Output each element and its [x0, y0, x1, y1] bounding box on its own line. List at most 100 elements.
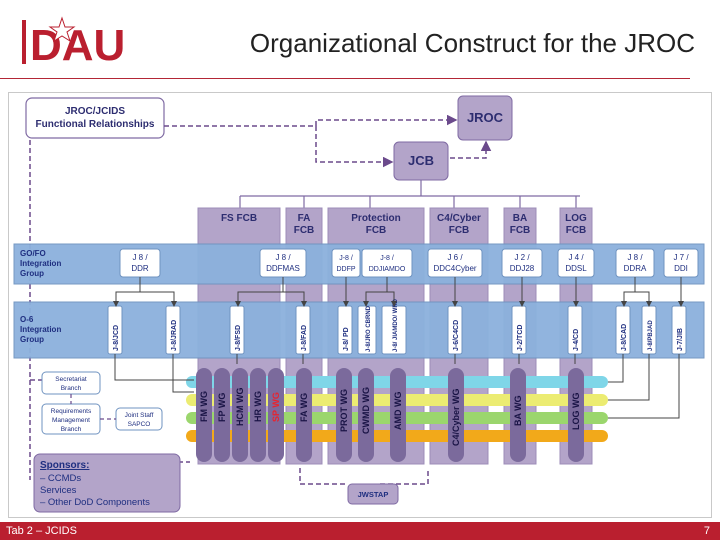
go-fo-item: J 4 / DDSL — [557, 248, 595, 278]
svg-text:J-8/CAD: J-8/CAD — [621, 324, 628, 351]
wg-pill: C4/Cyber WG — [448, 368, 464, 462]
o6-item: J-8/JRAD — [165, 305, 181, 355]
wg-pill: FA WG — [296, 368, 312, 462]
svg-text:Group: Group — [20, 335, 44, 344]
secretariat-label: Branch — [61, 385, 82, 392]
svg-text:Integration: Integration — [20, 259, 61, 268]
fcb-label: FCB — [366, 225, 387, 236]
svg-text:J-8/ PD: J-8/ PD — [343, 327, 350, 351]
page-number: 7 — [703, 525, 710, 537]
svg-text:GO/FO: GO/FO — [20, 249, 46, 258]
wg-pill: HR WG — [250, 368, 266, 462]
svg-text:J-2/TCD: J-2/TCD — [517, 325, 524, 351]
jcb-label: JCB — [408, 153, 434, 168]
svg-text:FM WG: FM WG — [199, 391, 209, 422]
wg-pill: SP WG — [268, 368, 284, 462]
o6-item: J-8/ JIAMDO/ WRD — [381, 298, 407, 355]
jwstap-label: JWSTAP — [358, 490, 389, 499]
secretariat-label: Secretariat — [55, 376, 87, 383]
wg-pill: HCM WG — [232, 368, 248, 462]
svg-text:DDFMAS: DDFMAS — [266, 264, 300, 273]
fcb-label: C4/Cyber — [437, 213, 481, 224]
sapco-label: SAPCO — [128, 421, 151, 428]
legend-line-2: Functional Relationships — [36, 119, 155, 130]
org-chart: JROC/JCIDS Functional Relationships JROC… — [8, 92, 712, 518]
svg-text:C4/Cyber WG: C4/Cyber WG — [451, 388, 461, 446]
o6-item: J-8/CAD — [615, 305, 631, 355]
svg-text:J 6 /: J 6 / — [447, 253, 463, 262]
svg-text:J 2 /: J 2 / — [514, 253, 530, 262]
svg-text:DAU: DAU — [30, 21, 125, 68]
go-fo-to-o6-links — [113, 277, 684, 307]
go-fo-item: J 8 / DDR — [119, 248, 161, 278]
wg-pill: FP WG — [214, 368, 230, 462]
working-groups: FM WG FP WG HCM WG HR WG SP WG FA WG PRO… — [196, 368, 584, 462]
svg-text:J-7/JIB: J-7/JIB — [677, 328, 684, 351]
o6-item: J-4/CD — [567, 305, 583, 355]
footer-label: Tab 2 – JCIDS — [6, 525, 77, 537]
fcb-labels: FS FCB FA FCB Protection FCB C4/Cyber FC… — [221, 213, 587, 236]
fcb-label: FCB — [510, 225, 531, 236]
svg-text:J-8/ JIAMDO/ WRD: J-8/ JIAMDO/ WRD — [393, 298, 399, 352]
title-divider — [0, 78, 690, 79]
legend-box — [25, 97, 165, 139]
svg-text:O-6: O-6 — [20, 315, 34, 324]
svg-text:J-8/FSD: J-8/FSD — [235, 325, 242, 351]
svg-text:DDFP: DDFP — [336, 266, 355, 273]
svg-text:J-4/CD: J-4/CD — [573, 329, 580, 351]
sponsors-title: Sponsors: — [40, 460, 89, 471]
go-fo-item: J-8 / DDFP — [331, 248, 361, 278]
svg-text:J-8/PBJAD: J-8/PBJAD — [648, 320, 654, 351]
dau-logo: DAU — [22, 16, 125, 68]
o6-item: J-8/FSD — [229, 305, 245, 355]
go-fo-item: J 6 / DDC4Cyber — [427, 248, 483, 278]
svg-text:DDI: DDI — [674, 264, 688, 273]
svg-text:Integration: Integration — [20, 325, 61, 334]
fcb-label: BA — [513, 213, 527, 224]
fcb-label: FCB — [566, 225, 587, 236]
svg-text:DDJ28: DDJ28 — [510, 264, 535, 273]
svg-text:J 8 /: J 8 / — [627, 253, 643, 262]
svg-text:LOG WG: LOG WG — [571, 393, 581, 431]
go-fo-item: J 2 / DDJ28 — [501, 248, 543, 278]
o6-item: J-8/PBJAD — [641, 305, 657, 355]
svg-text:DDRA: DDRA — [624, 264, 647, 273]
svg-text:Group: Group — [20, 269, 44, 278]
jroc-label: JROC — [467, 110, 504, 125]
jcb-tree — [239, 180, 580, 208]
wg-pill: FM WG — [196, 368, 212, 462]
wg-pill: AMD WG — [390, 368, 406, 462]
svg-text:CWMD WG: CWMD WG — [361, 387, 371, 434]
rmb-label: Requirements — [51, 408, 92, 415]
o6-item: J-7/JIB — [671, 305, 687, 355]
o6-item: J-8/JCD — [107, 305, 123, 355]
svg-text:PROT WG: PROT WG — [339, 389, 349, 432]
o6-item: J-6/C4CD — [447, 305, 463, 355]
svg-text:DDC4Cyber: DDC4Cyber — [433, 264, 476, 273]
fcb-label: LOG — [565, 213, 587, 224]
wg-pill: LOG WG — [568, 368, 584, 462]
svg-text:SP WG: SP WG — [271, 392, 281, 422]
go-fo-item: J 7 / DDI — [663, 248, 699, 278]
svg-text:DDSL: DDSL — [565, 264, 587, 273]
sponsors-item: – CCMDs — [40, 473, 81, 484]
fcb-label: Protection — [351, 213, 400, 224]
rmb-label: Management — [52, 417, 90, 424]
svg-text:J-6/C4CD: J-6/C4CD — [453, 320, 460, 351]
fcb-label: FCB — [294, 225, 315, 236]
svg-text:HR WG: HR WG — [253, 391, 263, 422]
svg-text:DDR: DDR — [131, 264, 149, 273]
go-fo-item: J 8 / DDRA — [615, 248, 655, 278]
functional-links — [29, 114, 492, 485]
svg-text:FP WG: FP WG — [217, 393, 227, 422]
o6-item: J-2/TCD — [511, 305, 527, 355]
sponsors-item: – Other DoD Components — [40, 497, 150, 508]
go-fo-label: GO/FO Integration Group — [20, 249, 61, 278]
svg-text:J 8 /: J 8 / — [275, 253, 291, 262]
svg-text:FA WG: FA WG — [299, 393, 309, 422]
svg-text:BA WG: BA WG — [513, 395, 523, 426]
left-box-links — [70, 394, 116, 420]
svg-text:J-8/FAD: J-8/FAD — [301, 325, 308, 351]
sponsors-item: Services — [40, 485, 77, 496]
wg-pill: BA WG — [510, 368, 526, 462]
